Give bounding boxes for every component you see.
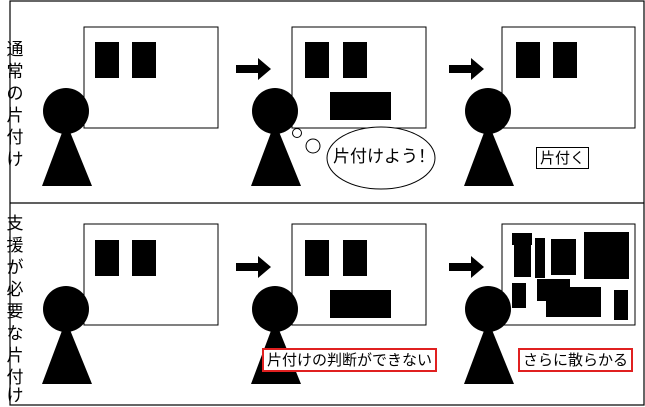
- row2-label-char: 援: [6, 236, 24, 256]
- row2-label-char: 支: [6, 214, 24, 234]
- row2-problem-caption: 片付けの判断ができない: [262, 348, 438, 372]
- row1-label-char: 片: [6, 106, 24, 126]
- person-icon: [251, 88, 301, 186]
- row1-label-char: 常: [6, 62, 24, 82]
- row1-result-caption: 片付く: [536, 147, 590, 169]
- box-block: [330, 92, 391, 120]
- row2-result-caption: さらに散らかる: [518, 348, 634, 372]
- binder-block: [305, 240, 329, 276]
- row1-panel3: [464, 26, 636, 186]
- arrow-right-icon: [449, 58, 484, 80]
- arrow-right-icon: [236, 58, 271, 80]
- box-block: [330, 290, 391, 318]
- row2-panel3: [464, 223, 636, 384]
- person-icon: [464, 286, 514, 384]
- row2-label-char: 要: [6, 302, 24, 322]
- binder-block: [95, 42, 119, 78]
- row1-label-char: 通: [6, 40, 24, 60]
- row2-label-char: が: [6, 258, 24, 278]
- row2-label-char: 必: [6, 280, 24, 300]
- binder-block: [132, 240, 156, 276]
- person-icon: [464, 88, 514, 186]
- arrow-right-icon: [449, 256, 484, 278]
- row2-label-char: 付: [6, 368, 24, 388]
- row2-label-char: な: [6, 324, 24, 344]
- binder-block: [553, 42, 577, 78]
- thought-bubble-icon: [292, 126, 436, 190]
- thought-bubble-text: 片付けよう！: [333, 147, 435, 167]
- binder-block: [343, 42, 367, 78]
- row2-label-char: 片: [6, 346, 24, 366]
- row1-panel2: [251, 26, 436, 190]
- binder-block: [305, 42, 329, 78]
- clutter-blocks: [512, 232, 629, 320]
- binder-block: [516, 42, 540, 78]
- binder-block: [95, 240, 119, 276]
- binder-block: [343, 240, 367, 276]
- person-icon: [42, 88, 92, 186]
- row1-label-char: 付: [6, 128, 24, 148]
- row1-panel1: [42, 26, 219, 186]
- row1-label-char: の: [6, 84, 24, 104]
- person-icon: [42, 286, 92, 384]
- row2-panel1: [42, 223, 219, 384]
- binder-block: [132, 42, 156, 78]
- row2-label-char: け: [6, 386, 24, 406]
- row1-label-char: け: [6, 150, 24, 170]
- arrow-right-icon: [236, 256, 271, 278]
